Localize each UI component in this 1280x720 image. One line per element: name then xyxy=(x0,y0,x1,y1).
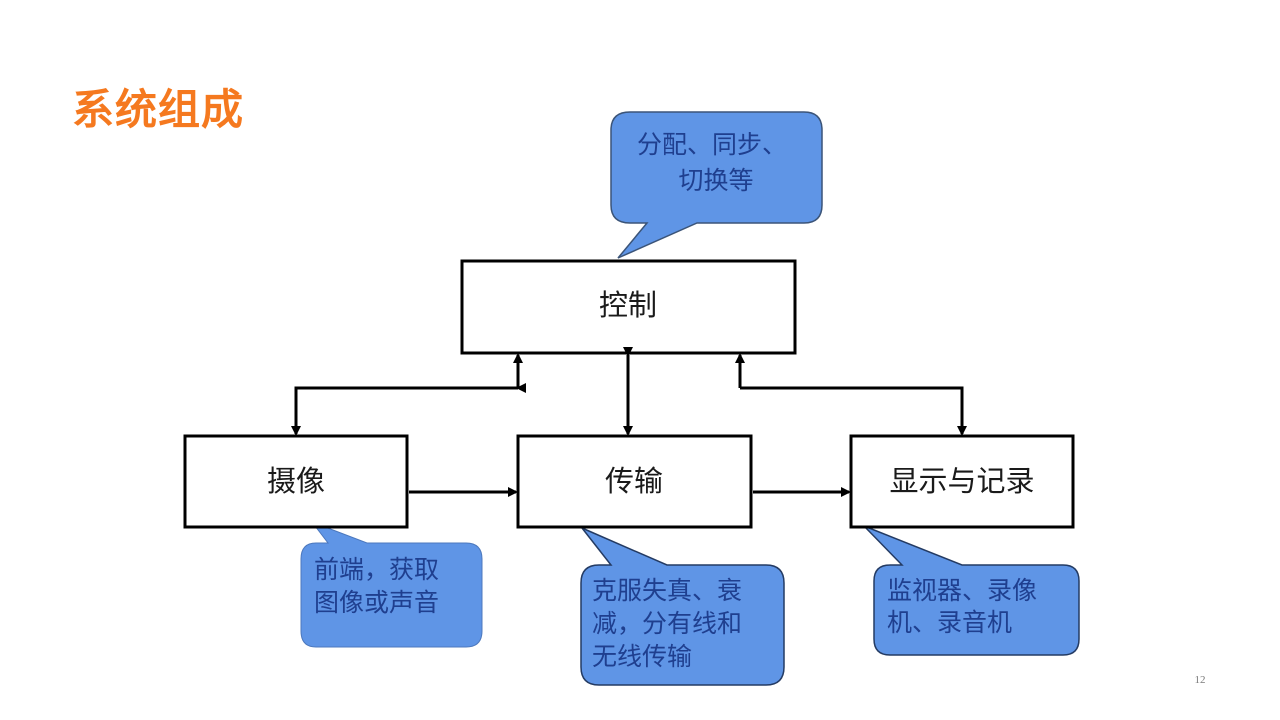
node-control-label: 控制 xyxy=(599,288,657,322)
node-display-label: 显示与记录 xyxy=(889,464,1034,498)
node-control: 控制 xyxy=(460,259,797,355)
callout-display: 监视器、录像 机、录音机 xyxy=(863,525,1080,656)
callout-camera: 前端，获取 图像或声音 xyxy=(300,520,483,648)
callout-transmission: 克服失真、衰 减，分有线和 无线传输 xyxy=(580,527,785,686)
callout-transmission-line-1: 克服失真、衰 xyxy=(592,576,742,605)
connector-control-camera xyxy=(291,383,526,436)
callout-transmission-line-3: 无线传输 xyxy=(592,642,692,671)
callout-transmission-line-2: 减，分有线和 xyxy=(592,609,742,638)
svg-text:监视器、录像 机、录音机: 监视器、录像 机、录音机 xyxy=(887,576,1045,637)
node-camera: 摄像 xyxy=(183,434,409,529)
callout-camera-line-2: 图像或声音 xyxy=(314,588,439,617)
node-transmission-label: 传输 xyxy=(605,464,663,498)
svg-text:分配、同步、 切换等: 分配、同步、 切换等 xyxy=(637,130,795,195)
connector-control-display xyxy=(740,386,967,436)
callout-transmission-shape xyxy=(580,527,785,686)
page-number: 12 xyxy=(1194,674,1206,686)
slide-title: 系统组成 xyxy=(72,85,245,134)
callout-display-shape xyxy=(863,525,1080,656)
svg-text:克服失真、衰 减，分有线和: 克服失真、衰 减，分有线和 无线传输 xyxy=(592,576,750,671)
callout-display-line-1: 监视器、录像 xyxy=(887,576,1037,605)
svg-text:前端，获取 图像或声音: 前端，获取 图像或声音 xyxy=(314,555,447,617)
callout-display-line-2: 机、录音机 xyxy=(887,608,1012,637)
node-display: 显示与记录 xyxy=(849,434,1075,529)
callout-camera-shape xyxy=(300,520,483,648)
callout-control-line-1: 分配、同步、 xyxy=(637,130,787,159)
node-camera-label: 摄像 xyxy=(267,464,325,498)
node-transmission: 传输 xyxy=(516,434,753,529)
callout-control-shape xyxy=(610,111,823,259)
callout-camera-line-1: 前端，获取 xyxy=(314,555,439,584)
callout-control: 分配、同步、 切换等 xyxy=(610,111,823,259)
callout-control-line-2: 切换等 xyxy=(678,166,753,195)
